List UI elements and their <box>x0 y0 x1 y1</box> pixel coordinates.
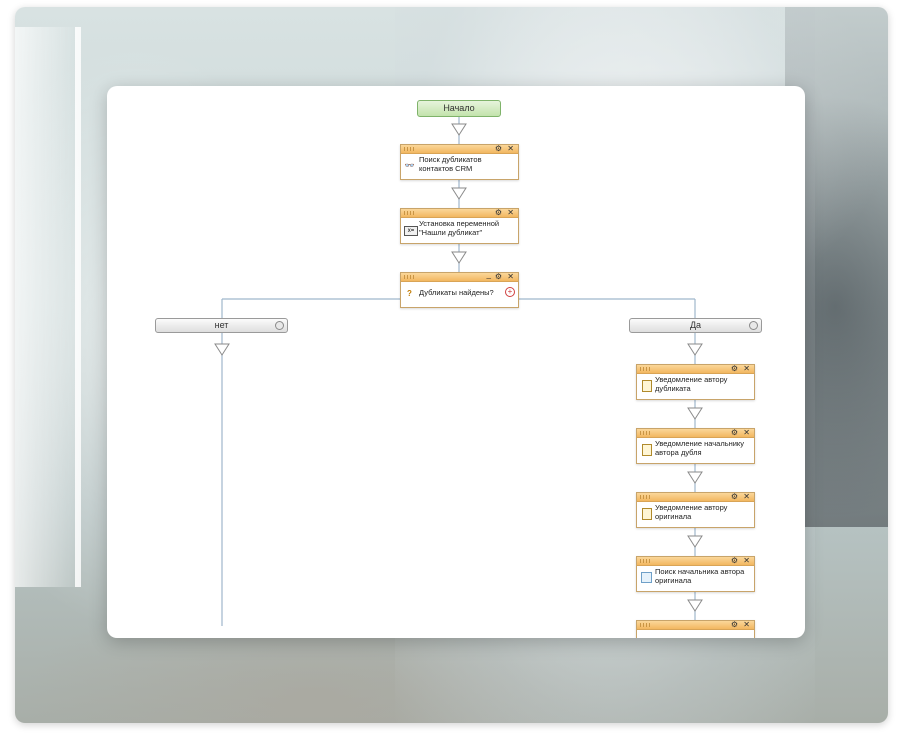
add-branch-icon[interactable]: + <box>505 287 515 297</box>
background-window <box>15 27 81 587</box>
drag-handle-icon[interactable] <box>640 623 650 627</box>
branch-label: нет <box>214 320 229 330</box>
arrow-icon <box>451 187 467 200</box>
close-icon[interactable]: ✕ <box>743 492 750 501</box>
drag-handle-icon[interactable] <box>404 147 414 151</box>
arrow-icon <box>687 407 703 420</box>
arrow-icon <box>687 343 703 356</box>
arrow-icon <box>451 251 467 264</box>
activity-notify-original-author[interactable]: ⚙ ✕ Уведомление автору оригинала <box>636 492 755 528</box>
activity-label: Поиск дубликатов контактов CRM <box>419 155 482 173</box>
close-icon[interactable]: ✕ <box>743 556 750 565</box>
condition-icon: ? <box>407 289 412 298</box>
close-icon[interactable]: ✕ <box>507 144 514 153</box>
gear-icon[interactable]: ⚙ <box>494 272 502 281</box>
start-block[interactable]: Начало <box>417 100 501 117</box>
close-icon[interactable]: ✕ <box>743 364 750 373</box>
gear-icon[interactable]: ⚙ <box>730 492 738 501</box>
activity-notify-manager[interactable]: ⚙ ✕ Уведомление начальнику автора дубля <box>636 428 755 464</box>
workflow-designer-canvas: Начало ⚙ ✕ 👓 Поиск дубликатов контактов … <box>107 86 805 638</box>
variable-icon: x= <box>404 226 418 236</box>
gear-icon[interactable]: ⚙ <box>730 620 738 629</box>
notification-icon <box>642 444 652 456</box>
search-user-icon <box>641 572 652 583</box>
activity-header[interactable]: ⚙ ✕ <box>637 428 754 438</box>
activity-label: Уведомление начальнику автора дубля <box>655 439 745 457</box>
drag-handle-icon[interactable] <box>640 559 650 563</box>
branch-label: Да <box>689 320 702 330</box>
activity-header[interactable]: ⚙ ✕ <box>637 364 754 374</box>
activity-set-variable[interactable]: ⚙ ✕ x= Установка переменной "Нашли дубли… <box>400 208 519 244</box>
activity-find-duplicates[interactable]: ⚙ ✕ 👓 Поиск дубликатов контактов CRM <box>400 144 519 180</box>
activity-condition[interactable]: _ ⚙ ✕ ? Дубликаты найдены? + <box>400 270 519 308</box>
close-icon[interactable]: ✕ <box>507 272 514 281</box>
activity-find-original-manager[interactable]: ⚙ ✕ Поиск начальника автора оригинала <box>636 556 755 592</box>
gear-icon[interactable]: ⚙ <box>730 364 738 373</box>
activity-label: Уведомление автору дубликата <box>655 375 728 393</box>
drag-handle-icon[interactable] <box>404 275 414 279</box>
activity-header[interactable]: ⚙ ✕ <box>637 492 754 502</box>
binoculars-icon: 👓 <box>404 161 415 170</box>
activity-header[interactable]: ⚙ ✕ <box>637 620 754 630</box>
arrow-icon <box>451 123 467 136</box>
close-icon[interactable]: ✕ <box>743 620 750 629</box>
drag-handle-icon[interactable] <box>404 211 414 215</box>
activity-label: Уведомление автору оригинала <box>655 503 728 521</box>
minimize-icon[interactable]: _ <box>486 270 491 279</box>
activity-header[interactable]: ⚙ ✕ <box>401 144 518 154</box>
gear-icon[interactable]: ⚙ <box>494 208 502 217</box>
activity-label: Поиск начальника автора оригинала <box>655 567 745 585</box>
branch-settings-icon[interactable] <box>749 321 758 330</box>
close-icon[interactable]: ✕ <box>743 428 750 437</box>
drag-handle-icon[interactable] <box>640 367 650 371</box>
activity-label: Дубликаты найдены? <box>419 288 494 297</box>
arrow-icon <box>214 343 230 356</box>
branch-settings-icon[interactable] <box>275 321 284 330</box>
drag-handle-icon[interactable] <box>640 431 650 435</box>
arrow-icon <box>687 471 703 484</box>
branch-no[interactable]: нет <box>155 318 288 333</box>
branch-yes[interactable]: Да <box>629 318 762 333</box>
gear-icon[interactable]: ⚙ <box>494 144 502 153</box>
arrow-icon <box>687 599 703 612</box>
activity-label: Установка переменной "Нашли дубликат" <box>419 219 500 237</box>
gear-icon[interactable]: ⚙ <box>730 556 738 565</box>
notification-icon <box>642 380 652 392</box>
connector-lines <box>214 116 703 626</box>
arrow-icon <box>687 535 703 548</box>
activity-notify-duplicate-author[interactable]: ⚙ ✕ Уведомление автору дубликата <box>636 364 755 400</box>
activity-header[interactable]: ⚙ ✕ <box>401 208 518 218</box>
close-icon[interactable]: ✕ <box>507 208 514 217</box>
gear-icon[interactable]: ⚙ <box>730 428 738 437</box>
activity-header[interactable]: _ ⚙ ✕ <box>401 270 518 282</box>
drag-handle-icon[interactable] <box>640 495 650 499</box>
activity-next-partial[interactable]: ⚙ ✕ <box>636 620 755 638</box>
notification-icon <box>642 508 652 520</box>
activity-header[interactable]: ⚙ ✕ <box>637 556 754 566</box>
